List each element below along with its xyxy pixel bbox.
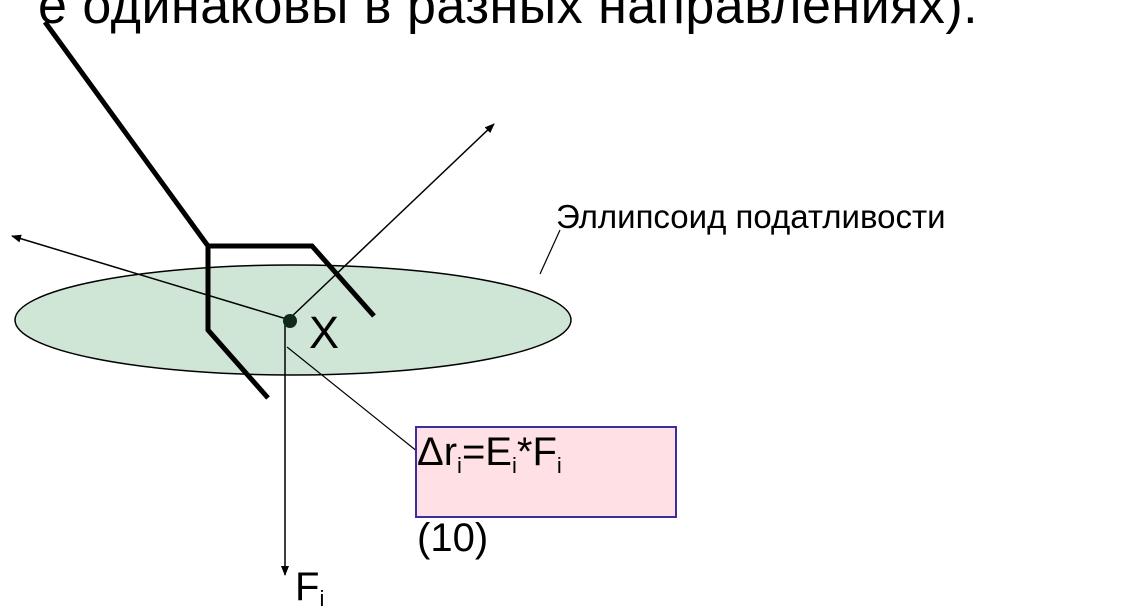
formula-eq: =E (461, 430, 512, 474)
manipulator-arm (42, 20, 376, 318)
formula-box (415, 426, 677, 518)
arrow-upper-right (287, 123, 495, 321)
formula-sub-2: i (511, 453, 517, 478)
force-label-main: F (295, 565, 320, 609)
point-x-label: X (309, 307, 340, 358)
force-label: Fi (295, 565, 324, 610)
force-label-subscript: i (319, 586, 325, 611)
gripper-left-jaw (205, 246, 270, 400)
formula-mul: *F (516, 430, 557, 474)
point-x-dot (283, 314, 297, 328)
formula: Δri=Ei*Fi (417, 430, 562, 477)
formula-number: (10) (417, 516, 489, 560)
formula-delta: Δr (417, 430, 458, 474)
formula-sub-1: i (457, 453, 462, 478)
formula-leader-line (286, 346, 419, 453)
ellipsoid-label: Эллипсоид податливости (556, 198, 946, 235)
slide-heading: е одинаковы в разных направлениях). (38, 0, 979, 35)
arrow-left (11, 234, 291, 321)
formula-sub-3: i (556, 453, 562, 478)
ellipsoid-leader-line (539, 229, 561, 275)
